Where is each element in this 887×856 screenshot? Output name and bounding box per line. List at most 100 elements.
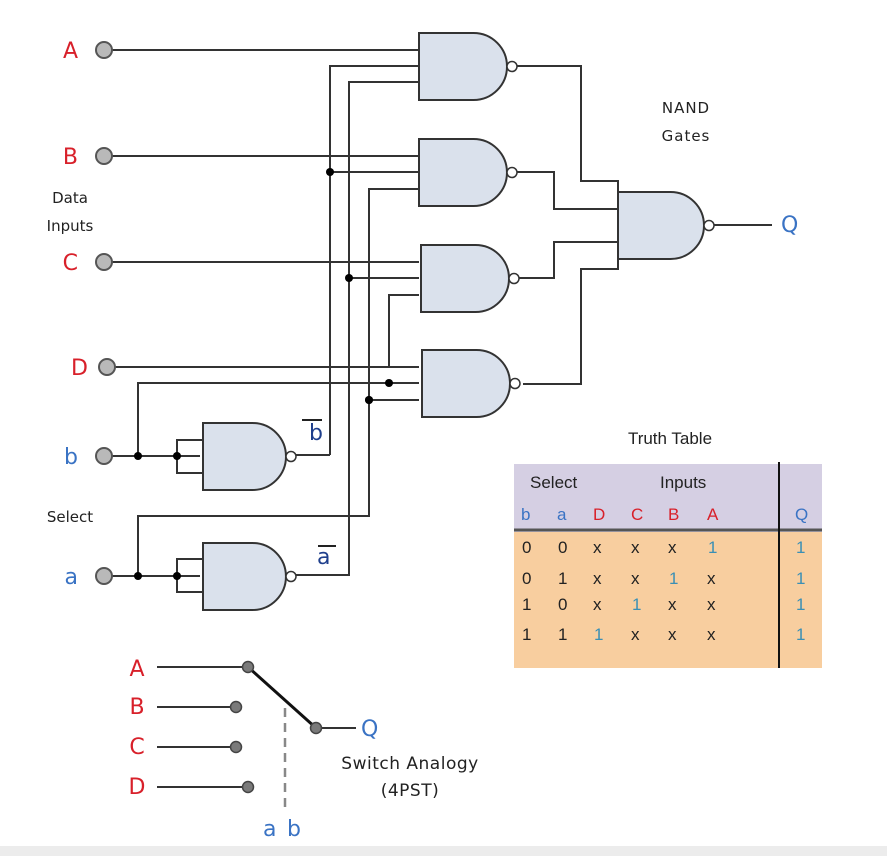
input-label-c: C (63, 251, 78, 276)
truth-table-cell: x (707, 569, 716, 588)
truth-table-column-header: A (707, 505, 719, 524)
b-inv-in-bottom (176, 456, 203, 474)
nand-gate-output (617, 191, 705, 260)
switch-common-contact (309, 721, 323, 735)
truth-table-cell: x (631, 538, 640, 557)
truth-table-column-header: C (631, 505, 643, 524)
switch-select-label-a: a (263, 817, 276, 842)
select-label-b: b (64, 445, 78, 470)
input-terminals (95, 41, 116, 585)
junction-dot (134, 452, 142, 460)
abar-bus (348, 81, 419, 576)
b-inv-in-top (176, 439, 203, 456)
nand-gates-label-2: Gates (662, 127, 711, 145)
input-terminal-d (98, 358, 116, 376)
truth-table-cell: 1 (558, 625, 567, 644)
truth-table-cell: x (631, 569, 640, 588)
truth-table-cell: x (668, 538, 677, 557)
switch-input-label-d: D (129, 775, 146, 800)
truth-table-cell: 1 (796, 625, 805, 644)
input-label-a: A (63, 39, 78, 64)
junction-dot (134, 572, 142, 580)
truth-table-column-header: a (557, 505, 567, 524)
input-label-b: B (63, 145, 78, 170)
g2-to-output (517, 171, 618, 210)
truth-table-cell: 1 (796, 595, 805, 614)
a-bar-label: a (317, 545, 330, 570)
bbar-bus (329, 65, 419, 455)
input-terminal-a (95, 41, 113, 59)
truth-table-row: 0 1 x x 1 x 1 (522, 569, 805, 588)
select-terminal-a (95, 567, 113, 585)
truth-table-cell: x (593, 595, 602, 614)
a-inv-in-top (176, 558, 203, 576)
nand-gates-label-1: NAND (662, 99, 710, 117)
junction-dot (326, 168, 334, 176)
switch-analogy-title-2: (4PST) (381, 781, 440, 801)
switch-analogy-title-1: Switch Analogy (341, 754, 478, 774)
truth-table-cell: 1 (796, 569, 805, 588)
nand-gate-1 (418, 32, 508, 101)
nand-gate-4 (421, 349, 511, 418)
truth-table-column-header: B (668, 505, 679, 524)
wires (104, 49, 772, 593)
data-inputs-label-1: Data (52, 189, 88, 207)
truth-table-cell: x (593, 569, 602, 588)
switch-contact-d (241, 780, 255, 794)
switch-blade (246, 665, 318, 730)
truth-table-cell: x (593, 538, 602, 557)
inversion-bubble (285, 570, 297, 583)
truth-table-header-bg (514, 464, 822, 532)
inversion-bubble (508, 272, 520, 285)
truth-table-column-header: Q (795, 505, 808, 524)
switch-contact-a (241, 660, 255, 674)
truth-table-group-inputs: Inputs (660, 473, 706, 492)
inversion-bubble (509, 377, 521, 390)
output-label-q: Q (781, 213, 798, 238)
truth-table-cell: 1 (522, 625, 531, 644)
inverter-gate-a (202, 542, 287, 611)
switch-contact-c (229, 740, 243, 754)
truth-table-cell: 1 (558, 569, 567, 588)
truth-table-column-header: b (521, 505, 530, 524)
truth-table-cell: 0 (522, 569, 531, 588)
g3-to-output (519, 241, 618, 279)
switch-output-label-q: Q (361, 717, 378, 742)
truth-table-cell: x (707, 595, 716, 614)
truth-table-cell: 1 (796, 538, 805, 557)
truth-table-cell: 0 (558, 595, 567, 614)
footer-bar (0, 846, 887, 856)
junction-dot (173, 572, 181, 580)
g1-to-output (517, 65, 619, 209)
junction-dots (134, 168, 393, 580)
b-bar-label: b (309, 421, 323, 446)
switch-input-label-c: C (129, 735, 144, 760)
g4-to-output (523, 242, 619, 385)
junction-dot (173, 452, 181, 460)
inversion-bubble (506, 166, 518, 179)
truth-table-title: Truth Table (628, 429, 712, 448)
select-label-a: a (65, 565, 78, 590)
truth-table-cell: 1 (669, 569, 678, 588)
input-terminal-c (95, 253, 113, 271)
truth-table-cell: 0 (522, 538, 531, 557)
g4-b (137, 382, 419, 456)
junction-dot (365, 396, 373, 404)
g3-b (388, 294, 419, 367)
truth-table-cell: 1 (632, 595, 641, 614)
input-terminal-b (95, 147, 113, 165)
truth-table-cell: 0 (558, 538, 567, 557)
truth-table-cell: x (631, 625, 640, 644)
select-label: Select (47, 508, 93, 526)
input-label-d: D (71, 356, 88, 381)
g2-a (368, 188, 419, 478)
switch-select-label-b: b (287, 817, 301, 842)
truth-table-cell: x (668, 595, 677, 614)
truth-table-cell: 1 (594, 625, 603, 644)
junction-dot (385, 379, 393, 387)
